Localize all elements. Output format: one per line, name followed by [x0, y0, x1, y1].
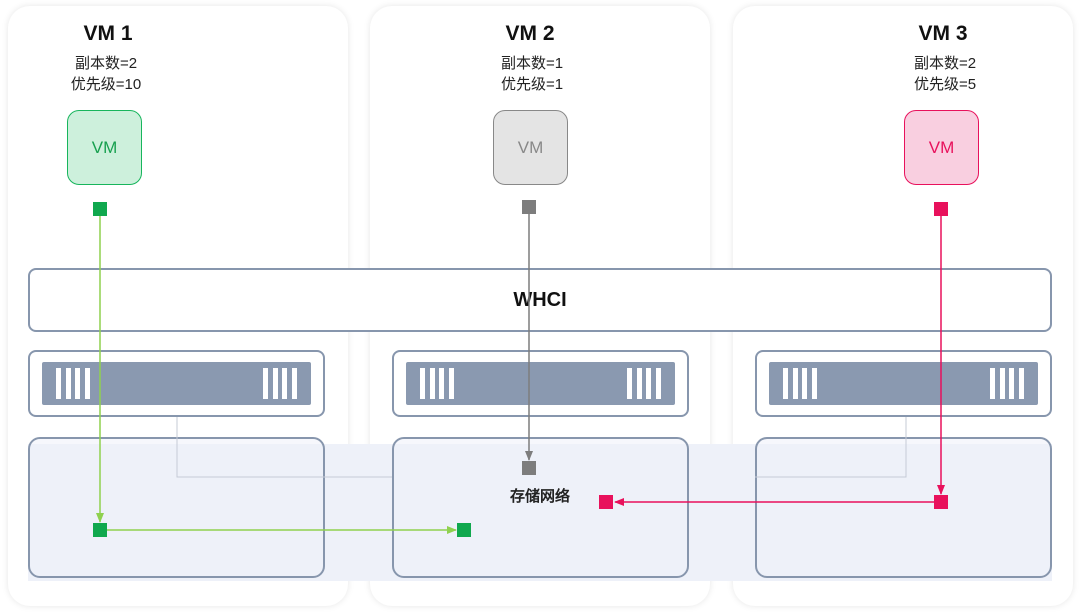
vm2-priority: 优先级=1 — [500, 76, 564, 93]
server-bar — [769, 362, 1038, 405]
vm3-replicas: 副本数=2 — [913, 55, 977, 72]
slot-group — [783, 368, 817, 399]
vm2-port-node — [522, 200, 536, 214]
vm3-title: VM 3 — [918, 22, 968, 45]
server-bar — [42, 362, 311, 405]
storage-node-2 — [392, 437, 689, 578]
vm2-replica-node — [522, 461, 536, 475]
slot-group — [990, 368, 1024, 399]
vm2-meta: 副本数=1 优先级=1 — [462, 53, 602, 95]
vm2-replicas: 副本数=1 — [500, 55, 564, 72]
vm2-box: VM — [493, 110, 568, 185]
vm1-title: VM 1 — [83, 22, 133, 45]
slot-group — [263, 368, 297, 399]
slot-group — [627, 368, 661, 399]
vm1-box: VM — [67, 110, 142, 185]
server-link-line — [755, 417, 907, 478]
server-2 — [392, 350, 689, 417]
vm3-replica-node-b — [599, 495, 613, 509]
vm1-replicas: 副本数=2 — [74, 55, 138, 72]
vm3-port-node — [934, 202, 948, 216]
slot-group — [56, 368, 90, 399]
vm1-priority: 优先级=10 — [70, 76, 142, 93]
vm2-title: VM 2 — [505, 22, 555, 45]
vm1-replica-node-b — [457, 523, 471, 537]
vm3-replica-node-a — [934, 495, 948, 509]
slot-group — [420, 368, 454, 399]
storage-network-label: 存储网络 — [509, 488, 570, 505]
server-3 — [755, 350, 1052, 417]
storage-node-3 — [755, 437, 1052, 578]
whci-label: WHCI — [513, 288, 567, 311]
whci-layer: WHCI — [28, 268, 1052, 332]
vm3-priority: 优先级=5 — [913, 76, 977, 93]
server-1 — [28, 350, 325, 417]
vm1-meta: 副本数=2 优先级=10 — [36, 53, 176, 95]
vm3-box: VM — [904, 110, 979, 185]
server-link-line — [176, 417, 392, 478]
server-bar — [406, 362, 675, 405]
vm1-port-node — [93, 202, 107, 216]
vm3-meta: 副本数=2 优先级=5 — [875, 53, 1015, 95]
vm1-replica-node-a — [93, 523, 107, 537]
